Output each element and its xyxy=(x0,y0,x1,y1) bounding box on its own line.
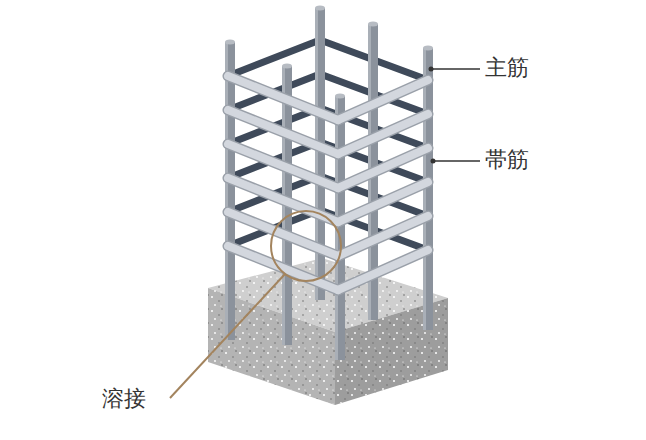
main-bar-end xyxy=(423,46,433,51)
tie-bar-label: 帯筋 xyxy=(485,149,529,171)
main-bar-highlight xyxy=(315,8,318,300)
main-bar-end xyxy=(225,40,235,45)
tie-bar-front xyxy=(338,250,428,290)
tie-bar-back xyxy=(228,40,320,76)
weld-callout-circle xyxy=(271,211,341,281)
leader-dot xyxy=(429,67,434,72)
main-bar-leader xyxy=(431,68,480,70)
leader-dot xyxy=(431,159,436,164)
concrete-base xyxy=(208,258,448,405)
tie-bar-front xyxy=(228,246,338,290)
weld-leader-line xyxy=(170,274,285,398)
tie-bar-front-edge xyxy=(228,246,338,290)
main-bar-end xyxy=(282,64,292,69)
main-bar-label: 主筋 xyxy=(485,57,529,79)
main-bar-end xyxy=(315,6,325,11)
tie-bar-leader xyxy=(433,160,480,162)
main-bar-highlight xyxy=(225,42,228,340)
rebar-cage xyxy=(225,6,433,361)
main-bar xyxy=(225,42,235,340)
main-bar-end xyxy=(335,94,345,99)
tie-bar-front-edge xyxy=(338,250,428,290)
main-bar-end xyxy=(368,22,378,27)
weld-label: 溶接 xyxy=(102,388,146,410)
